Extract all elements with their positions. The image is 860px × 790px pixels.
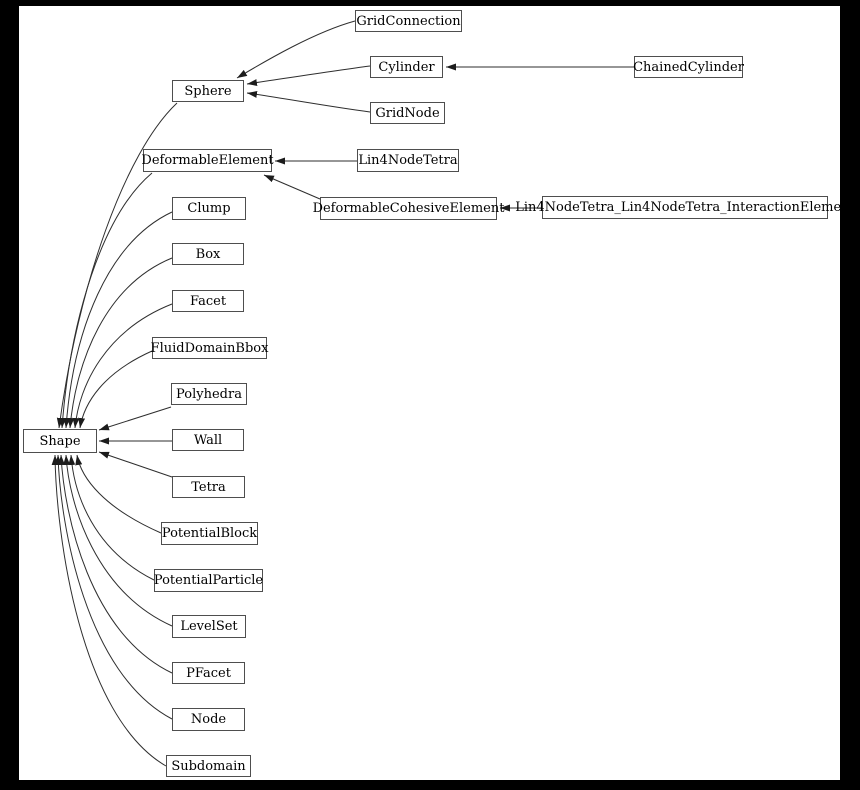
node-tetra: Tetra bbox=[172, 476, 245, 498]
node-sphere: Sphere bbox=[172, 80, 244, 102]
node-level-set: LevelSet bbox=[172, 615, 246, 638]
node-wall: Wall bbox=[172, 429, 244, 451]
node-lin4nodetetra-interaction-element: Lin4NodeTetra_Lin4NodeTetra_InteractionE… bbox=[515, 196, 855, 219]
node-polyhedra: Polyhedra bbox=[171, 383, 247, 405]
node-potential-block: PotentialBlock bbox=[161, 522, 258, 545]
node-facet: Facet bbox=[172, 290, 244, 312]
node-box: Box bbox=[172, 243, 244, 265]
node-potential-particle: PotentialParticle bbox=[154, 569, 263, 592]
node-grid-connection: GridConnection bbox=[355, 10, 462, 32]
node-fluid-domain-bbox: FluidDomainBbox bbox=[151, 337, 268, 359]
node-shape: Shape bbox=[23, 429, 97, 453]
node-node: Node bbox=[172, 708, 245, 731]
node-chained-cylinder: ChainedCylinder bbox=[633, 56, 744, 78]
node-deformable-element: DeformableElement bbox=[141, 149, 274, 172]
node-grid-node: GridNode bbox=[370, 102, 445, 124]
node-pfacet: PFacet bbox=[172, 662, 245, 684]
node-subdomain: Subdomain bbox=[166, 755, 251, 777]
node-deformable-cohesive-element: DeformableCohesiveElement bbox=[313, 197, 504, 220]
node-clump: Clump bbox=[172, 197, 246, 220]
node-cylinder: Cylinder bbox=[370, 56, 443, 78]
node-lin4-node-tetra: Lin4NodeTetra bbox=[357, 149, 459, 172]
